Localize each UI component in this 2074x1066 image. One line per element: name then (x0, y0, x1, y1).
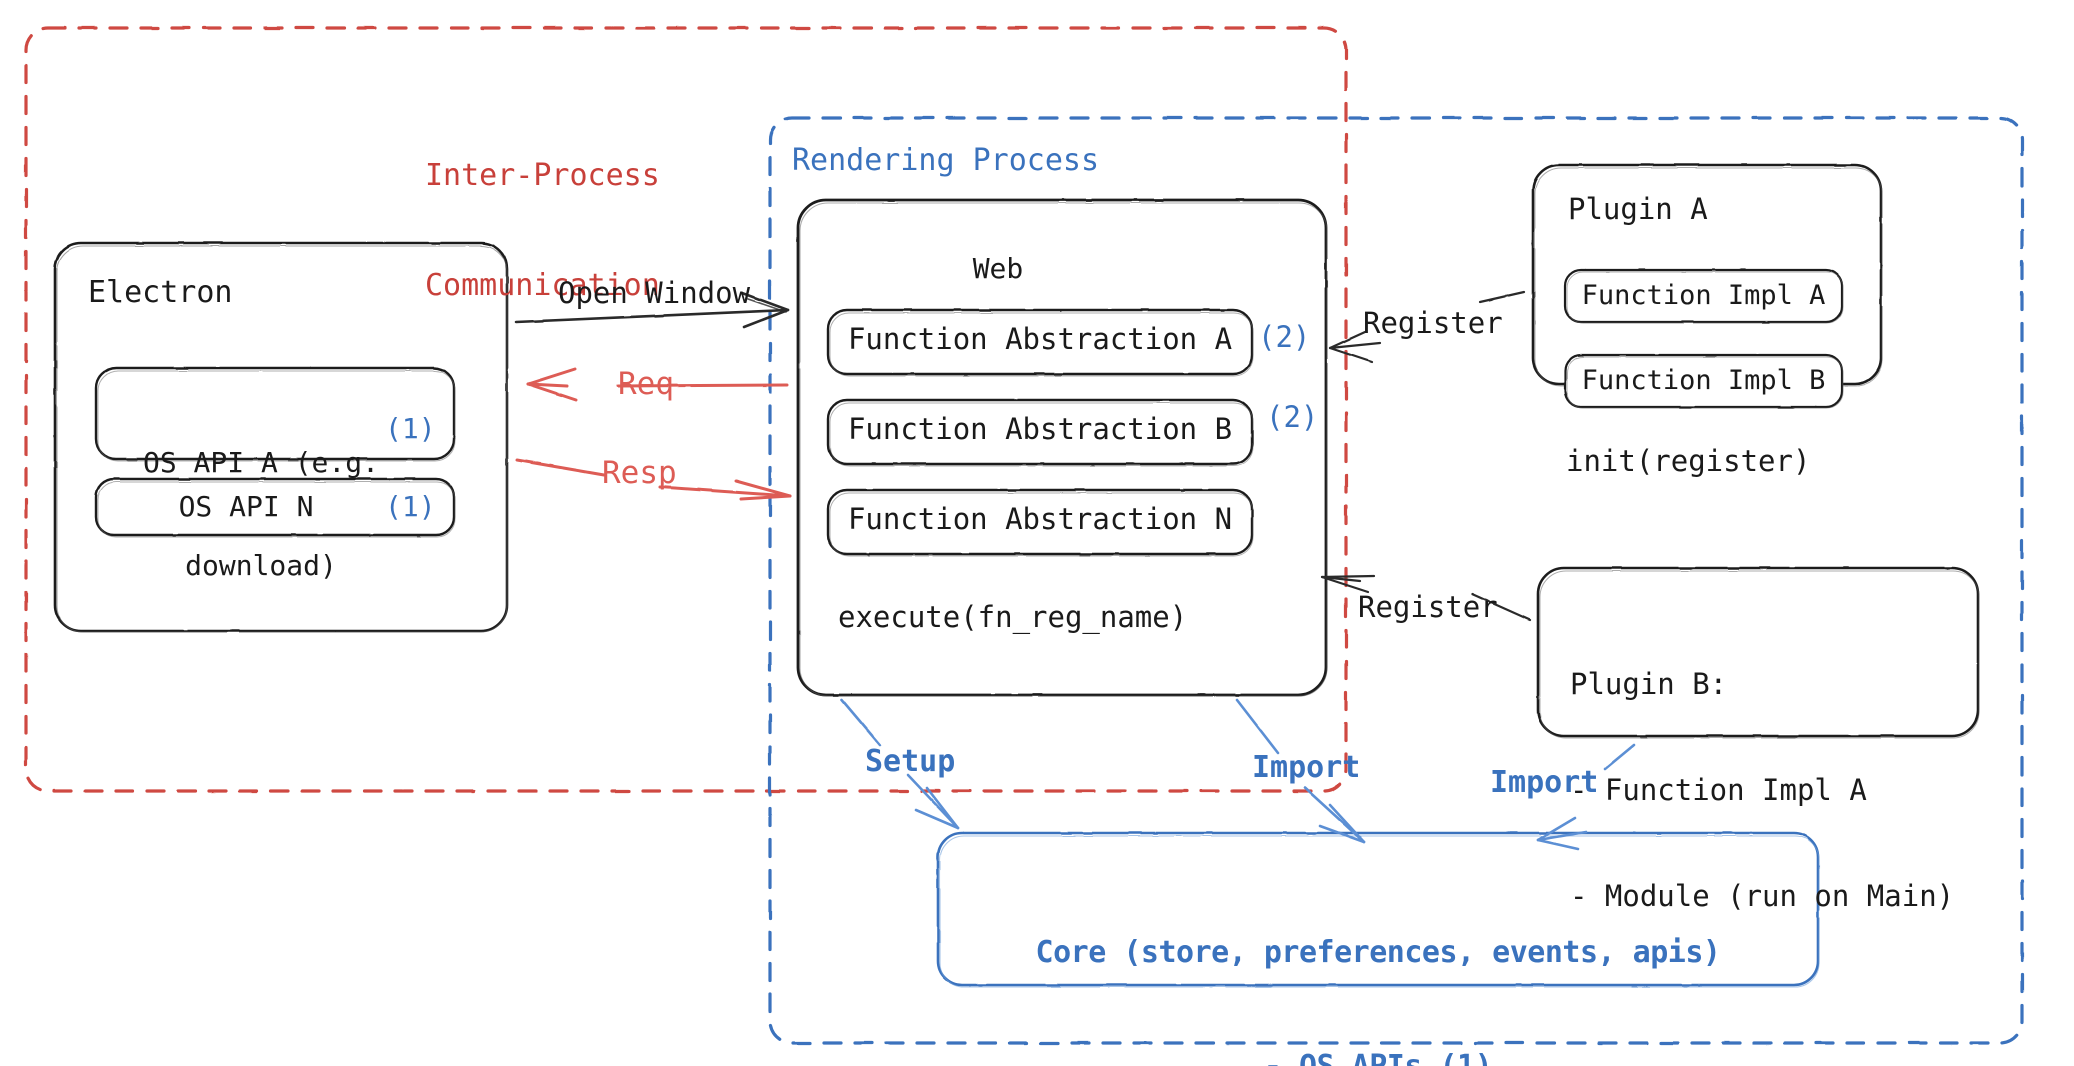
core-line-os-apis: - OS APIs (1) (938, 1048, 1818, 1066)
fn-abs-a-marker: (2) (1258, 320, 1311, 354)
os-api-n-marker: (1) (385, 490, 436, 523)
os-api-a-label: OS API A (e.g. download) (96, 378, 426, 651)
os-api-a-marker: (1) (385, 412, 436, 445)
os-api-a-label-line2: download) (185, 548, 337, 582)
plugin-a-footer-init: init(register) (1566, 444, 1811, 478)
import-plugin-edge-label: Import (1490, 765, 1599, 800)
plugin-b-content: Plugin B: - Function Impl A - Module (ru… (1570, 596, 1954, 985)
plugin-b-line-module: - Module (run on Main) (1570, 879, 1955, 913)
fn-impl-b-label: Function Impl B (1581, 365, 1826, 396)
register-a-edge-label: Register (1363, 306, 1503, 340)
os-api-a-label-line1: OS API A (e.g. (142, 446, 379, 480)
electron-title: Electron (88, 275, 233, 310)
web-title: Web (972, 252, 1024, 285)
core-content: Core (store, preferences, events, apis) … (938, 858, 1818, 1066)
plugin-a-title: Plugin A (1568, 192, 1708, 226)
fn-impl-a-label: Function Impl A (1581, 280, 1826, 311)
fn-abs-a-label: Function Abstraction A (847, 322, 1233, 356)
fn-abs-b-label: Function Abstraction B (847, 412, 1233, 446)
web-footer-execute: execute(fn_reg_name) (838, 600, 1188, 634)
plugin-b-title: Plugin B: (1570, 666, 1728, 701)
fn-abs-n-label: Function Abstraction N (847, 502, 1233, 536)
ipc-group-label: Inter-Process Communication (425, 85, 660, 378)
setup-edge-label: Setup (865, 744, 956, 779)
os-api-n-label: OS API N (178, 490, 314, 523)
rendering-group-label: Rendering Process (792, 143, 1100, 178)
req-edge-label: Req (618, 366, 674, 402)
ipc-group-label-line1: Inter-Process (425, 158, 660, 194)
register-b-edge-label: Register (1358, 590, 1498, 624)
ipc-group-label-line2: Communication (425, 267, 660, 303)
fn-abs-b-marker: (2) (1266, 400, 1319, 434)
open-window-edge-label: Open Window (558, 276, 751, 310)
plugin-b-line-fn-impl-a: - Function Impl A (1570, 772, 1867, 807)
resp-edge-label: Resp (602, 455, 677, 491)
import-web-edge-label: Import (1252, 750, 1361, 785)
core-line-main: Core (store, preferences, events, apis) (1035, 935, 1721, 971)
